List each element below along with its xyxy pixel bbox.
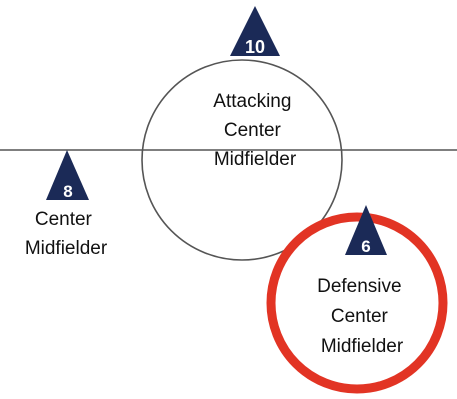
player-6-label: Defensive Center Midfielder (317, 276, 407, 357)
center-circle (141, 59, 343, 261)
player-6-number: 6 (361, 237, 370, 256)
player-8-label-line-2: Midfielder (25, 238, 108, 259)
player-10-label-line-3: Midfielder (214, 149, 297, 170)
player-10-marker: 10 (230, 6, 280, 57)
player-10-triangle (230, 6, 280, 56)
player-8-marker: 8 (46, 150, 89, 201)
player-8-triangle (46, 150, 89, 200)
highlight-circle (266, 212, 448, 394)
player-6-label-line-1: Defensive (317, 276, 402, 297)
player-6-label-line-3: Midfielder (321, 336, 404, 357)
player-8-label: Center Midfielder (25, 209, 108, 259)
player-10-label-line-2: Center (224, 120, 282, 141)
player-6-label-line-2: Center (331, 306, 389, 327)
player-10-number: 10 (245, 37, 265, 57)
player-8-label-line-1: Center (35, 209, 93, 230)
player-8-number: 8 (63, 182, 72, 201)
player-10-label-line-1: Attacking (213, 91, 291, 112)
player-6-marker: 6 (345, 205, 387, 256)
player-6-triangle (345, 205, 387, 255)
player-10-label: Attacking Center Midfielder (213, 91, 297, 170)
